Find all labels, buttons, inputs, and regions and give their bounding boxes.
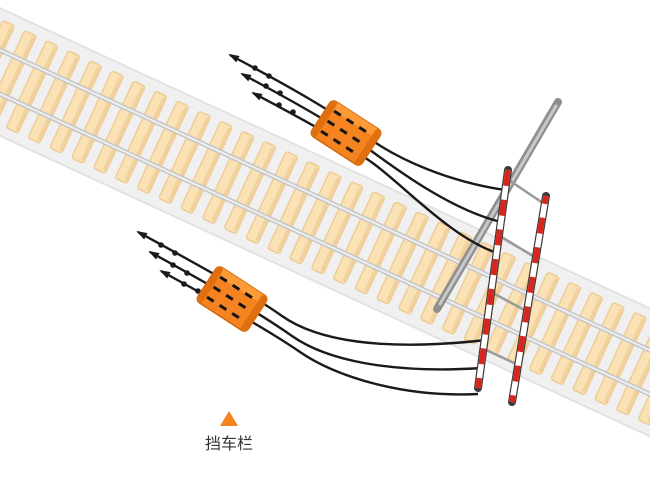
cable-beads-lower (158, 242, 201, 294)
barrier-rung (498, 234, 537, 259)
cable-beads-upper (252, 65, 296, 115)
track-ties (0, 0, 650, 469)
barrier-rung (482, 347, 519, 367)
rail-lower (0, 29, 650, 437)
barrier-rail-stripes (475, 169, 511, 389)
clamp-endcap (196, 266, 223, 303)
barrier-rungs (482, 177, 546, 367)
clamp-cable-marks (206, 275, 258, 323)
barrier-ladder (474, 166, 550, 406)
signal-cable (136, 230, 487, 346)
barrier-rail-right (508, 192, 550, 406)
barrier-mast (433, 98, 562, 313)
cable-clamp-upper (310, 100, 382, 166)
legend-label: 挡车栏 (205, 435, 253, 453)
triangle-up-icon (220, 411, 238, 426)
clamp-highlight (214, 266, 268, 304)
legend: 挡车栏 (205, 411, 253, 453)
rail-upper (0, 0, 650, 401)
barrier-rung (490, 290, 528, 313)
clamp-endcap (355, 129, 382, 166)
barrier-rail-left (474, 166, 512, 392)
signal-cable (251, 91, 498, 255)
clamp-endcap (310, 100, 337, 137)
cable-clamp-lower (196, 266, 268, 332)
clamp-cable-marks (320, 109, 372, 157)
barrier-rail-stripes (509, 195, 549, 403)
railway-track (0, 0, 650, 470)
clamp-highlight (328, 100, 382, 138)
barrier-rung (506, 177, 546, 206)
clamp-endcap (241, 295, 268, 332)
